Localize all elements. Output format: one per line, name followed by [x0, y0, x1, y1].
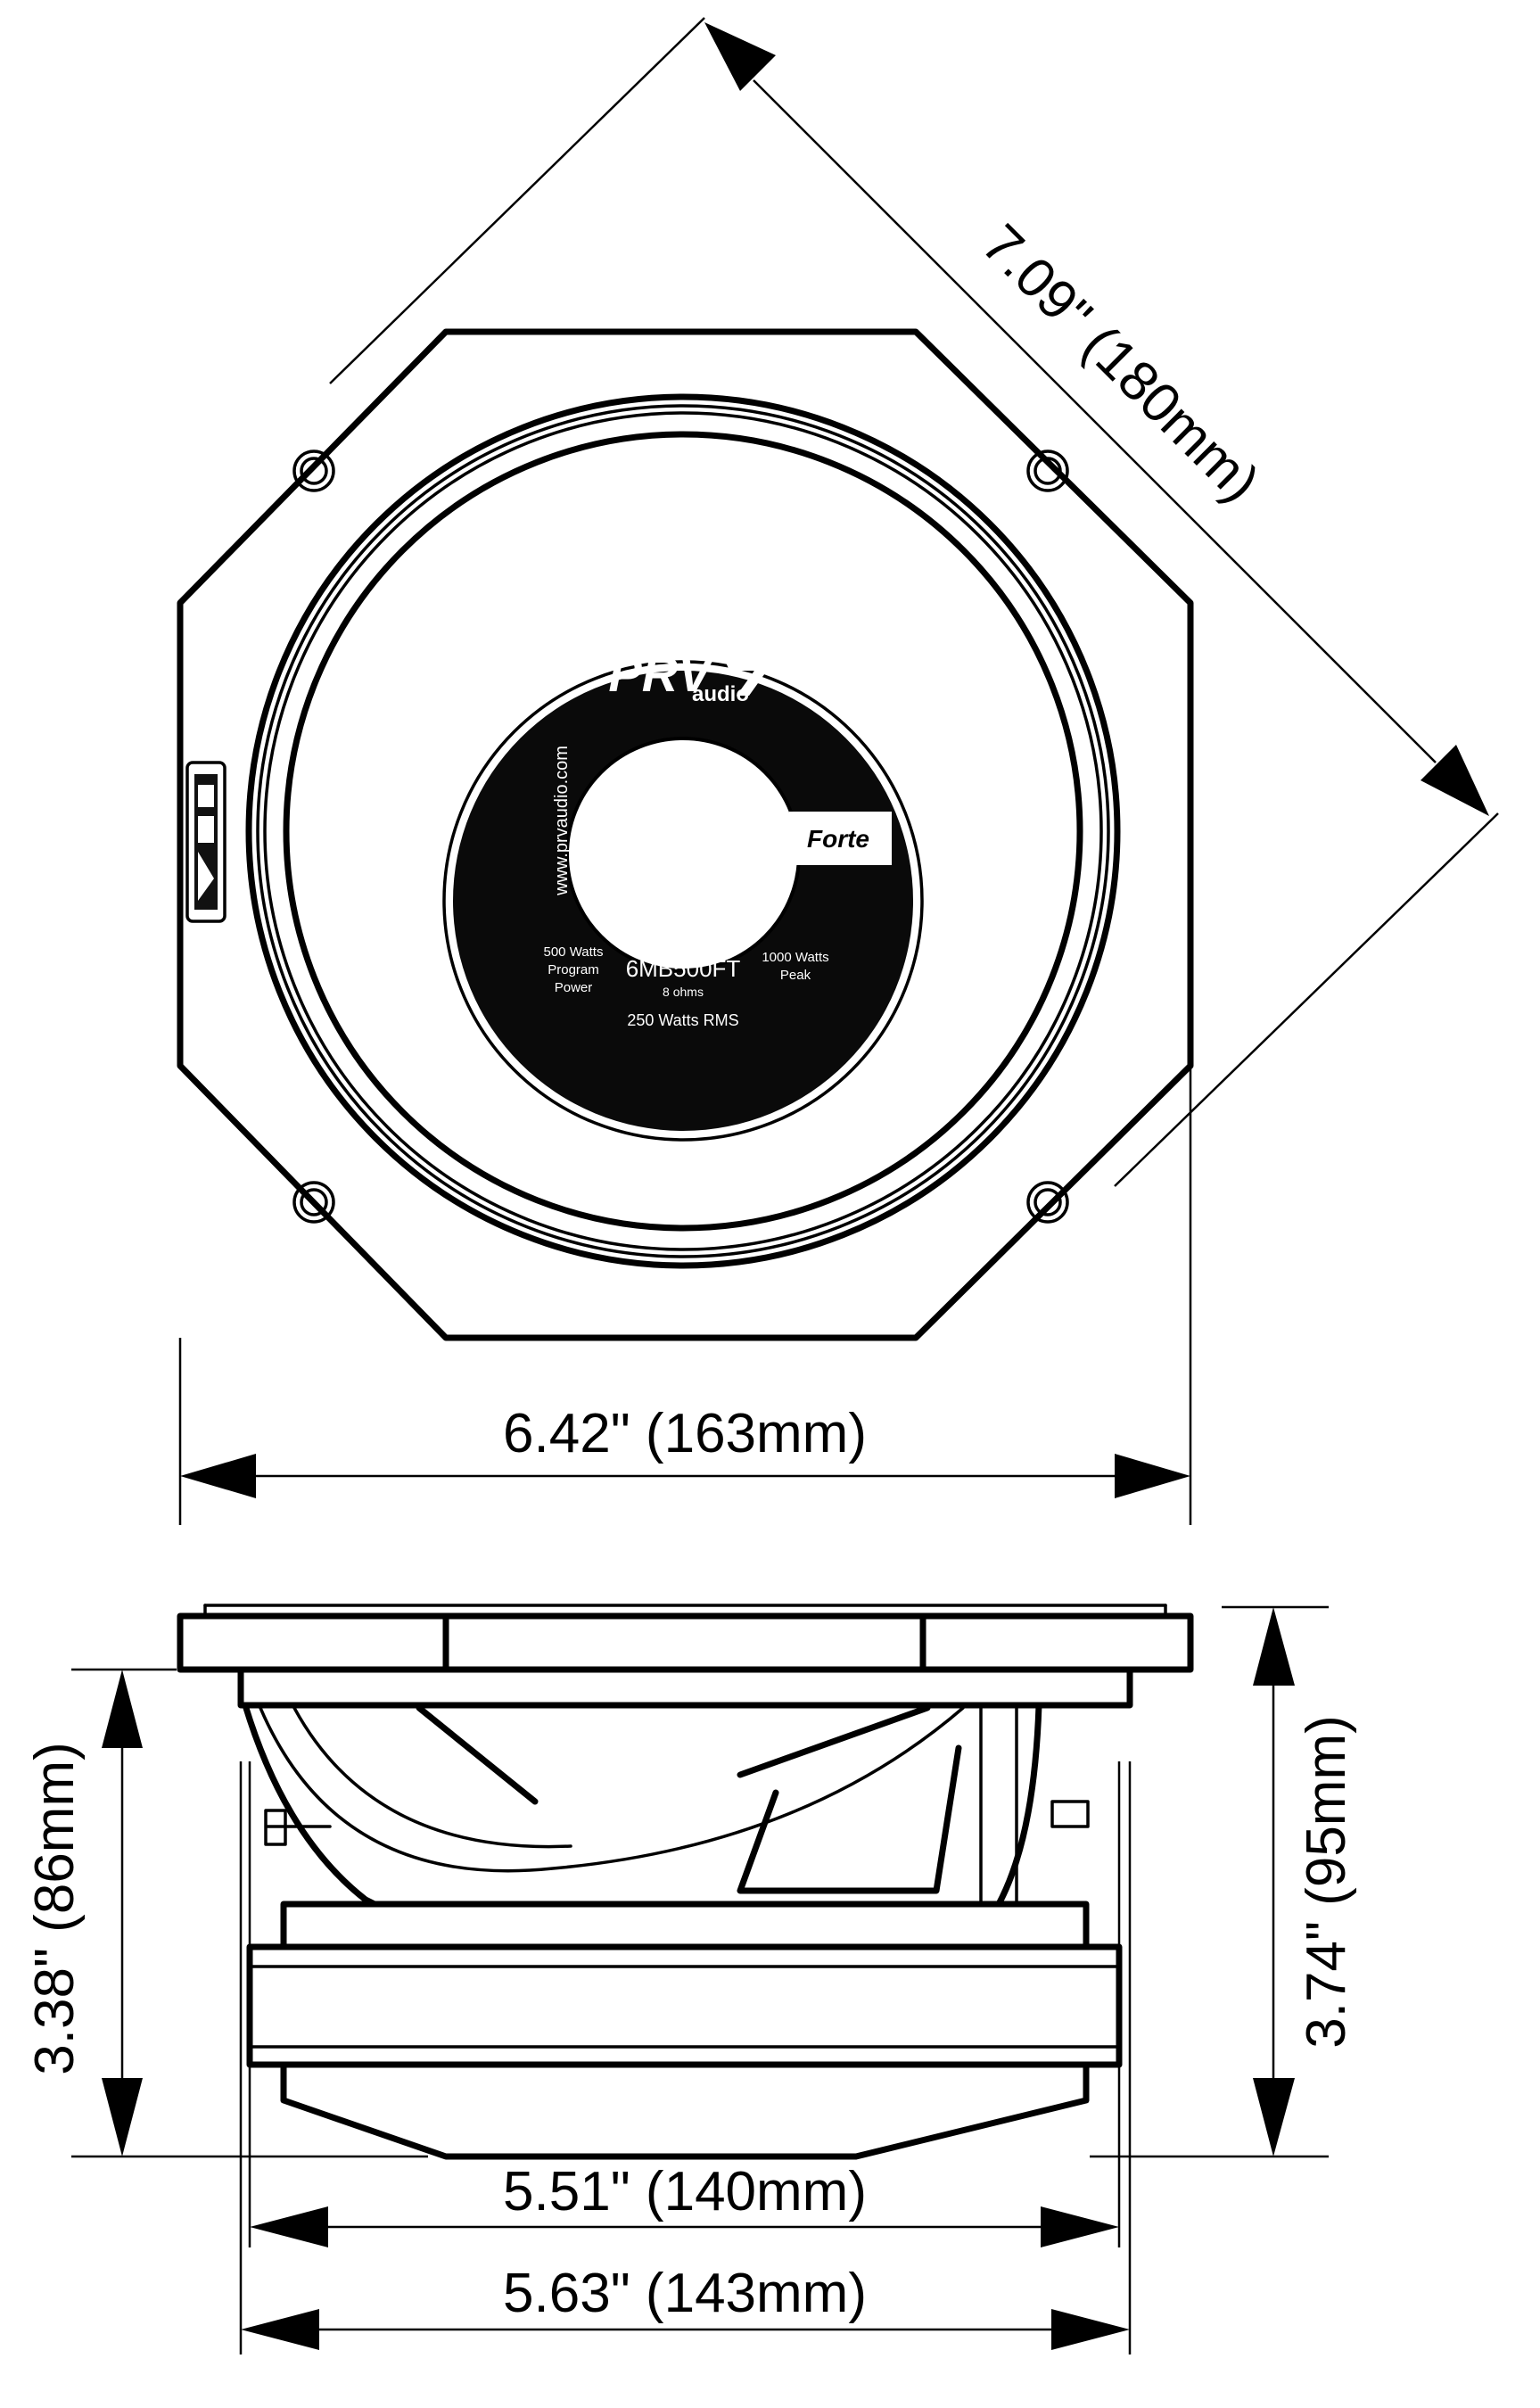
dimension-basket-diameter: 5.63" (143mm): [239, 1761, 1132, 2354]
height-mounting-label: 3.38" (86mm): [24, 1742, 86, 2074]
magnet-bottom-plate: [280, 2061, 1090, 2160]
side-flange: [177, 1612, 1194, 1673]
height-overall-label: 3.74" (95mm): [1296, 1715, 1357, 2048]
terminals: [264, 1800, 1090, 1846]
magnet-top-plate: [280, 1901, 1090, 1950]
side-view: [177, 1604, 1194, 2160]
brand-logo-mark: [724, 658, 776, 696]
program-power-line-1: 500 Watts: [544, 944, 604, 960]
model-text: 6MB500FT: [626, 955, 741, 982]
diagonal-label: 7.09" (180mm): [970, 213, 1271, 514]
dimension-height-overall: 3.74" (95mm): [1090, 1605, 1357, 2158]
series-text: Forte: [807, 825, 869, 853]
rms-power-text: 250 Watts RMS: [627, 1011, 738, 1029]
program-power-line-2: Program: [548, 962, 599, 977]
voice-coil-hole: [565, 737, 801, 972]
frame-logo-badge: [185, 761, 226, 923]
front-view: PRV audio www.prvaudio.com Forte 500 Wat…: [177, 328, 1194, 1341]
brand-logo: PRV audio: [608, 646, 776, 706]
basket-ring: [237, 1666, 1133, 1709]
program-power-line-3: Power: [555, 980, 593, 995]
frame-outline: [177, 328, 1194, 1341]
brand-text: PRV: [608, 646, 715, 702]
impedance-text: 8 ohms: [663, 985, 704, 999]
dimension-height-mounting: 3.38" (86mm): [24, 1668, 428, 2158]
brand-sub-text: audio: [692, 682, 749, 706]
peak-power-line-1: 1000 Watts: [762, 950, 828, 965]
cutout-diameter-label: 5.51" (140mm): [503, 2161, 867, 2222]
basket-body: [242, 1702, 1042, 1908]
surround-rings: [245, 393, 1121, 1269]
flange-width-label: 6.42" (163mm): [503, 1403, 867, 1464]
peak-power-line-2: Peak: [780, 968, 811, 983]
mounting-holes: [292, 449, 1069, 1224]
basket-diameter-label: 5.63" (143mm): [503, 2263, 867, 2324]
website-text: www.prvaudio.com: [552, 746, 572, 896]
series-badge: Forte: [789, 812, 892, 865]
dimension-flange-width: 6.42" (163mm): [178, 1066, 1192, 1525]
label-disc-outer: [442, 660, 924, 1142]
dimension-cutout-diameter: 5.51" (140mm): [248, 1761, 1121, 2247]
